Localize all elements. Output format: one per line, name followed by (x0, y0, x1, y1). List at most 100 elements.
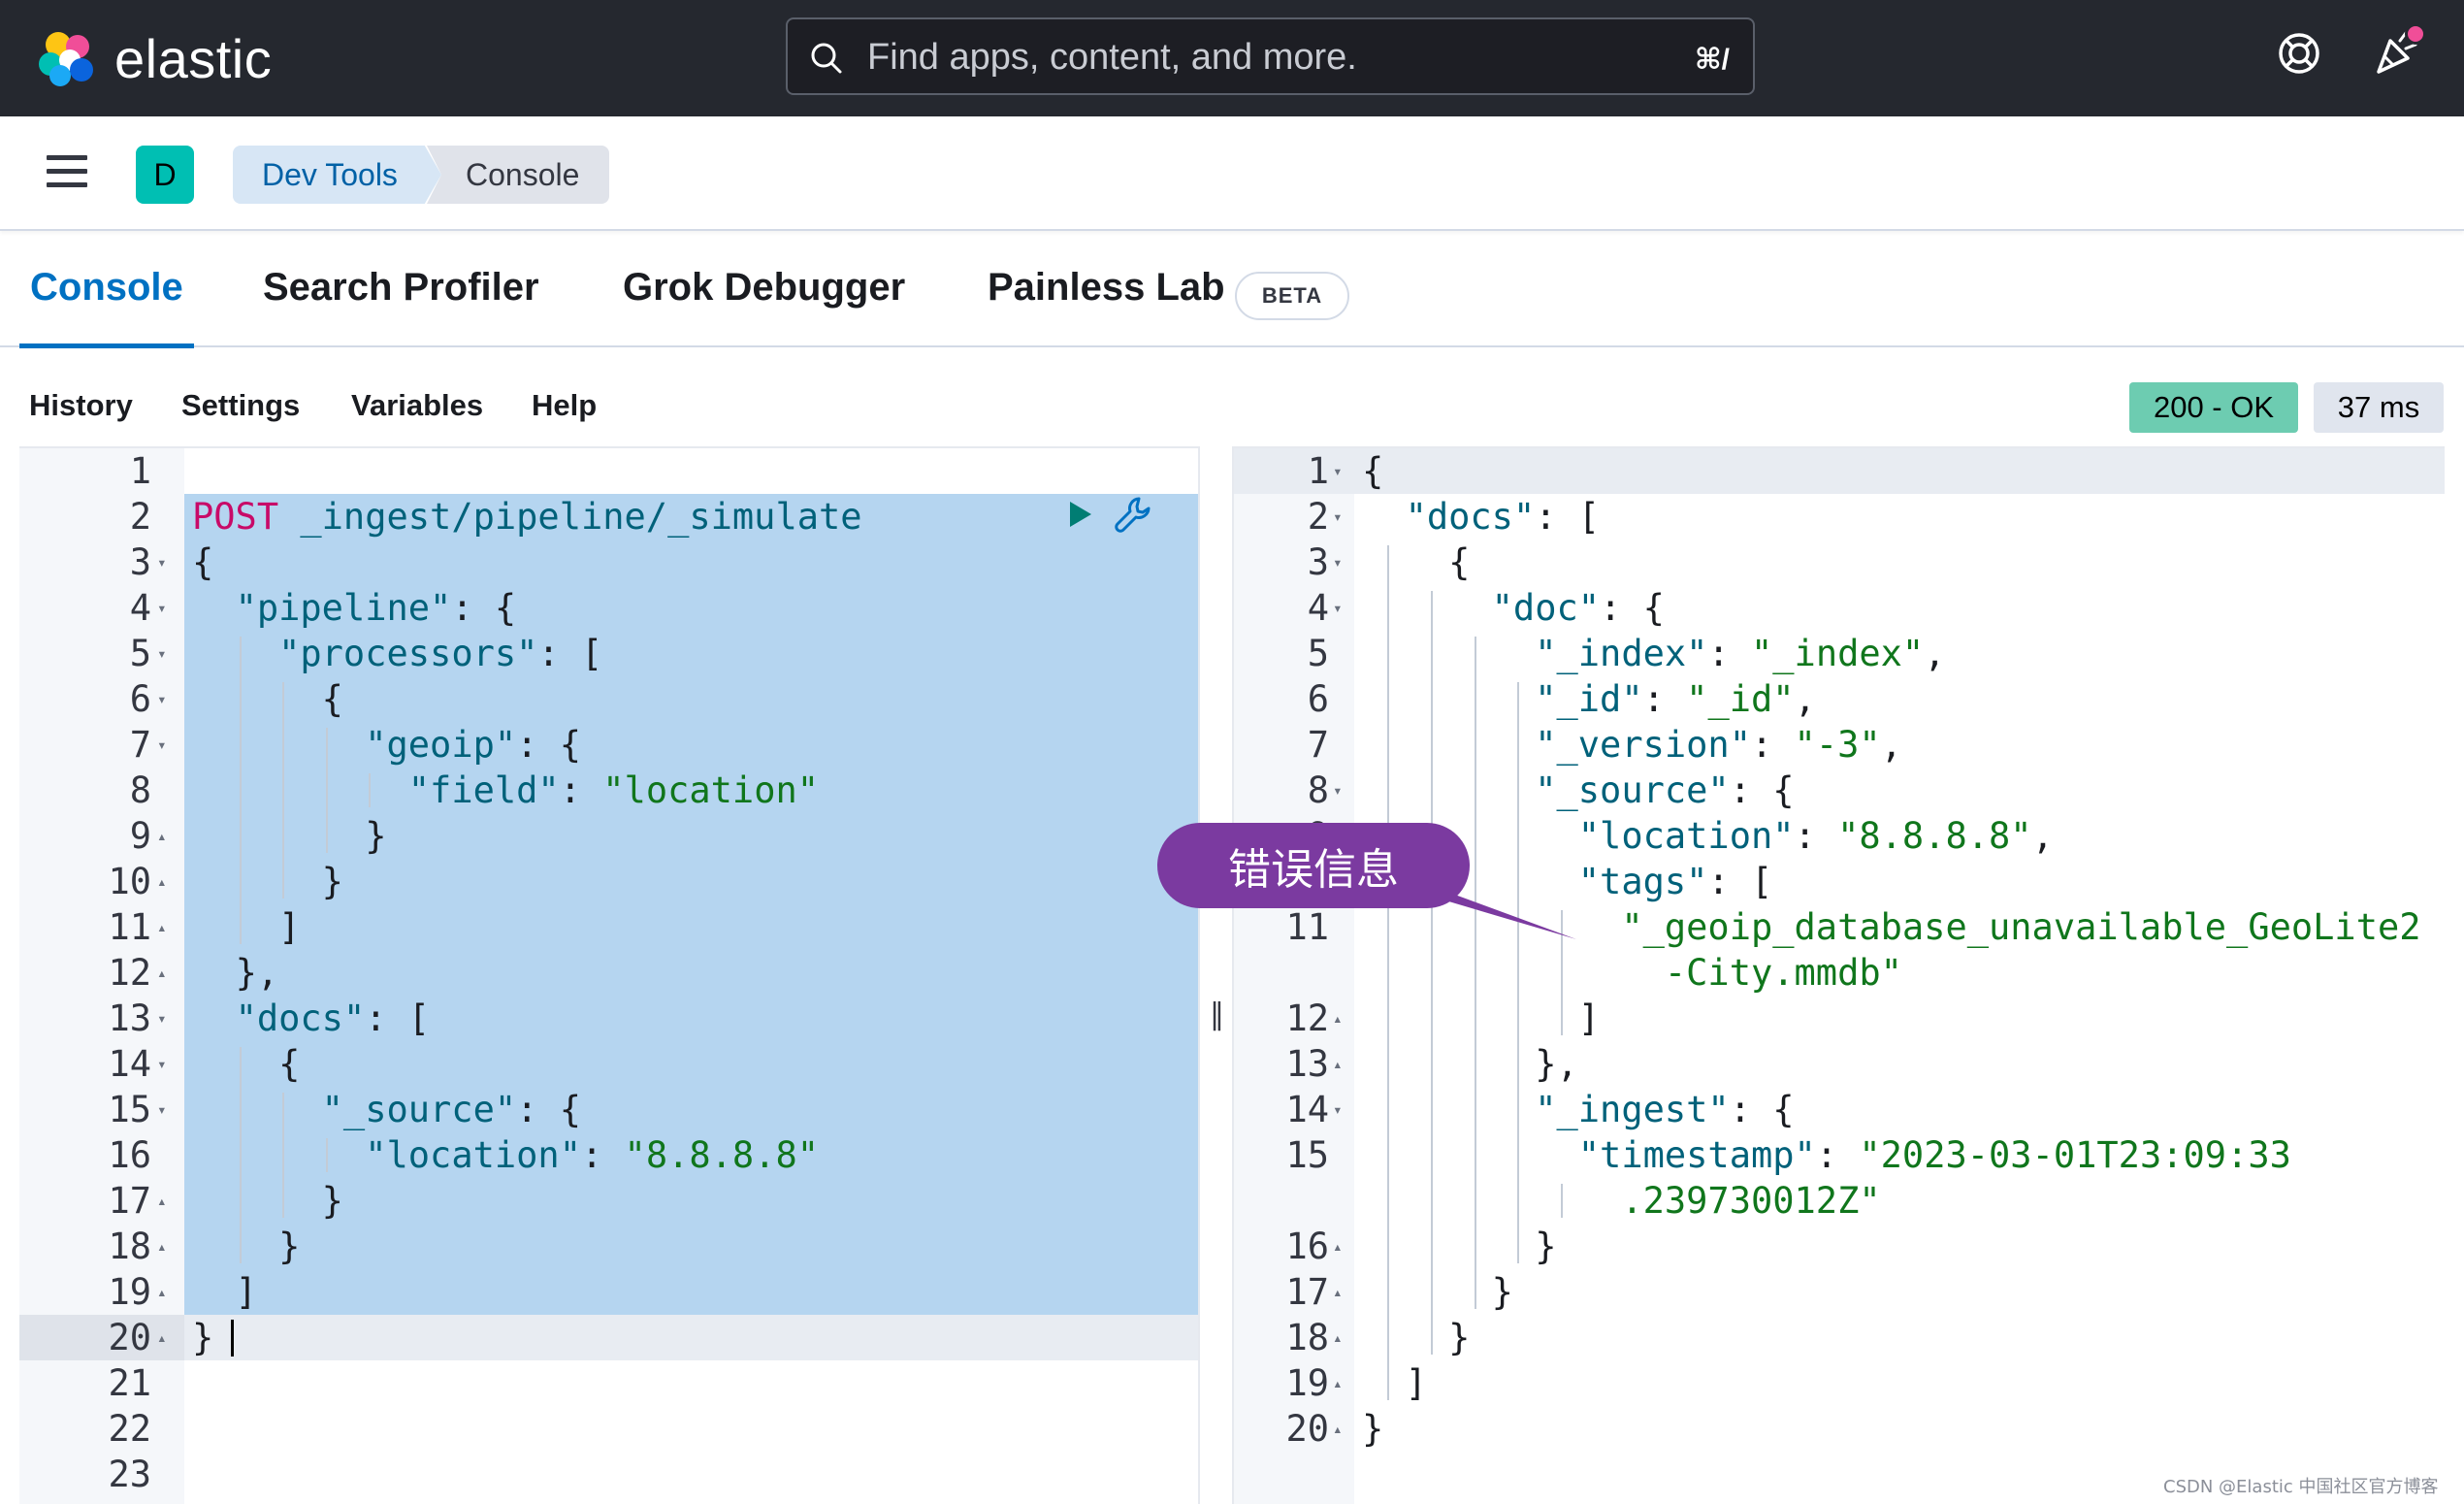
fold-toggle-icon[interactable]: ▴ (1333, 1328, 1343, 1347)
elastic-logo[interactable]: elastic (37, 27, 272, 90)
code-line: "location": "8.8.8.8" (365, 1134, 820, 1176)
response-line: } (1362, 1408, 1384, 1450)
fold-toggle-icon[interactable]: ▾ (1333, 781, 1343, 800)
line-number: 10 (108, 861, 151, 902)
global-search[interactable]: Find apps, content, and more. ⌘/ (786, 17, 1755, 95)
response-line: "doc": { (1491, 587, 1665, 629)
menu-toggle-icon[interactable] (47, 155, 87, 188)
breadcrumb-console: Console (427, 146, 609, 204)
fold-toggle-icon[interactable]: ▴ (1333, 1055, 1343, 1073)
line-number: 2 (129, 496, 151, 538)
line-number: 3 (1307, 541, 1329, 583)
settings-link[interactable]: Settings (181, 388, 301, 422)
response-line: ] (1577, 997, 1601, 1039)
response-line: "tags": [ (1577, 861, 1773, 902)
line-number: 16 (1285, 1226, 1329, 1267)
fold-toggle-icon[interactable]: ▴ (1333, 1374, 1343, 1392)
variables-link[interactable]: Variables (351, 388, 484, 422)
response-active-line (1234, 448, 2445, 494)
tab-painless-lab[interactable]: Painless Lab (988, 266, 1225, 309)
fold-toggle-icon[interactable]: ▴ (157, 1283, 167, 1301)
code-line: "processors": [ (278, 633, 603, 674)
help-icon[interactable] (2277, 31, 2321, 76)
code-line: } (321, 1180, 343, 1222)
response-viewer[interactable]: 1▾2▾3▾4▾5678▾9101112▴13▴14▾1516▴17▴18▴19… (1234, 446, 2445, 1504)
fold-toggle-icon[interactable]: ▾ (157, 553, 167, 572)
line-number: 7 (129, 724, 151, 766)
fold-toggle-icon[interactable]: ▾ (157, 690, 167, 708)
search-input[interactable]: Find apps, content, and more. (867, 37, 1357, 78)
line-number: 2 (1307, 496, 1329, 538)
resize-handle-icon[interactable]: ‖ (1210, 997, 1224, 1031)
fold-toggle-icon[interactable]: ▾ (1333, 553, 1343, 572)
response-line: "_version": "-3", (1535, 724, 1902, 766)
fold-toggle-icon[interactable]: ▾ (157, 1009, 167, 1028)
fold-toggle-icon[interactable]: ▴ (157, 872, 167, 891)
code-line: } (192, 1317, 214, 1358)
text-cursor (231, 1320, 234, 1357)
response-gutter (1234, 448, 1354, 1504)
code-line: { (278, 1043, 301, 1085)
code-line: } (321, 861, 343, 902)
error-callout: 错误信息 (1157, 823, 1470, 908)
fold-toggle-icon[interactable]: ▾ (1333, 599, 1343, 617)
fold-toggle-icon[interactable]: ▴ (157, 964, 167, 982)
newsfeed-icon[interactable] (2373, 27, 2421, 78)
history-link[interactable]: History (29, 388, 133, 422)
duration-badge: 37 ms (2314, 382, 2444, 433)
tab-grok-debugger[interactable]: Grok Debugger (623, 266, 906, 309)
response-line: "location": "8.8.8.8", (1577, 815, 2054, 857)
fold-toggle-icon[interactable]: ▾ (1333, 1100, 1343, 1119)
fold-toggle-icon[interactable]: ▴ (1333, 1283, 1343, 1301)
fold-toggle-icon[interactable]: ▴ (1333, 1237, 1343, 1256)
code-line: "field": "location" (407, 769, 820, 811)
line-number: 8 (129, 769, 151, 811)
response-line: { (1362, 450, 1384, 492)
wrench-icon[interactable] (1112, 493, 1154, 536)
breadcrumb-bar: D Dev Tools Console (0, 116, 2464, 231)
indent-guide (282, 682, 285, 899)
response-line: } (1491, 1271, 1513, 1313)
fold-toggle-icon[interactable]: ▴ (1333, 1009, 1343, 1028)
code-line: } (278, 1226, 301, 1267)
line-number: 13 (108, 997, 151, 1039)
fold-toggle-icon[interactable]: ▴ (157, 918, 167, 936)
response-line: } (1535, 1226, 1557, 1267)
dev-tools-tabs: Console Search Profiler Grok Debugger Pa… (0, 231, 2464, 348)
line-number: 5 (1307, 633, 1329, 674)
fold-toggle-icon[interactable]: ▴ (1333, 1420, 1343, 1438)
fold-toggle-icon[interactable]: ▴ (157, 1192, 167, 1210)
line-number: 18 (108, 1226, 151, 1267)
fold-toggle-icon[interactable]: ▾ (157, 736, 167, 754)
line-number: 19 (108, 1271, 151, 1313)
editor-resizer[interactable] (1198, 446, 1234, 1504)
fold-toggle-icon[interactable]: ▴ (157, 1328, 167, 1347)
line-number: 6 (1307, 678, 1329, 720)
breadcrumb-dev-tools[interactable]: Dev Tools (233, 146, 441, 204)
line-number: 20 (1285, 1408, 1329, 1450)
search-icon (811, 43, 842, 74)
fold-toggle-icon[interactable]: ▾ (1333, 507, 1343, 526)
code-line: ] (278, 906, 301, 948)
line-number: 12 (108, 952, 151, 994)
play-icon[interactable] (1067, 500, 1094, 529)
response-line: } (1448, 1317, 1471, 1358)
fold-toggle-icon[interactable]: ▴ (157, 827, 167, 845)
fold-toggle-icon[interactable]: ▾ (1333, 462, 1343, 480)
space-avatar[interactable]: D (136, 146, 194, 204)
indent-guide (1430, 591, 1433, 1355)
indent-guide (325, 728, 328, 853)
line-number: 21 (108, 1362, 151, 1404)
fold-toggle-icon[interactable]: ▾ (157, 599, 167, 617)
tab-console[interactable]: Console (30, 266, 183, 309)
help-link[interactable]: Help (532, 388, 598, 422)
fold-toggle-icon[interactable]: ▾ (157, 644, 167, 663)
fold-toggle-icon[interactable]: ▾ (157, 1100, 167, 1119)
search-shortcut: ⌘/ (1694, 44, 1730, 76)
code-line: }, (235, 952, 279, 994)
tab-search-profiler[interactable]: Search Profiler (263, 266, 539, 309)
fold-toggle-icon[interactable]: ▾ (157, 1055, 167, 1073)
line-number: 1 (1307, 450, 1329, 492)
fold-toggle-icon[interactable]: ▴ (157, 1237, 167, 1256)
